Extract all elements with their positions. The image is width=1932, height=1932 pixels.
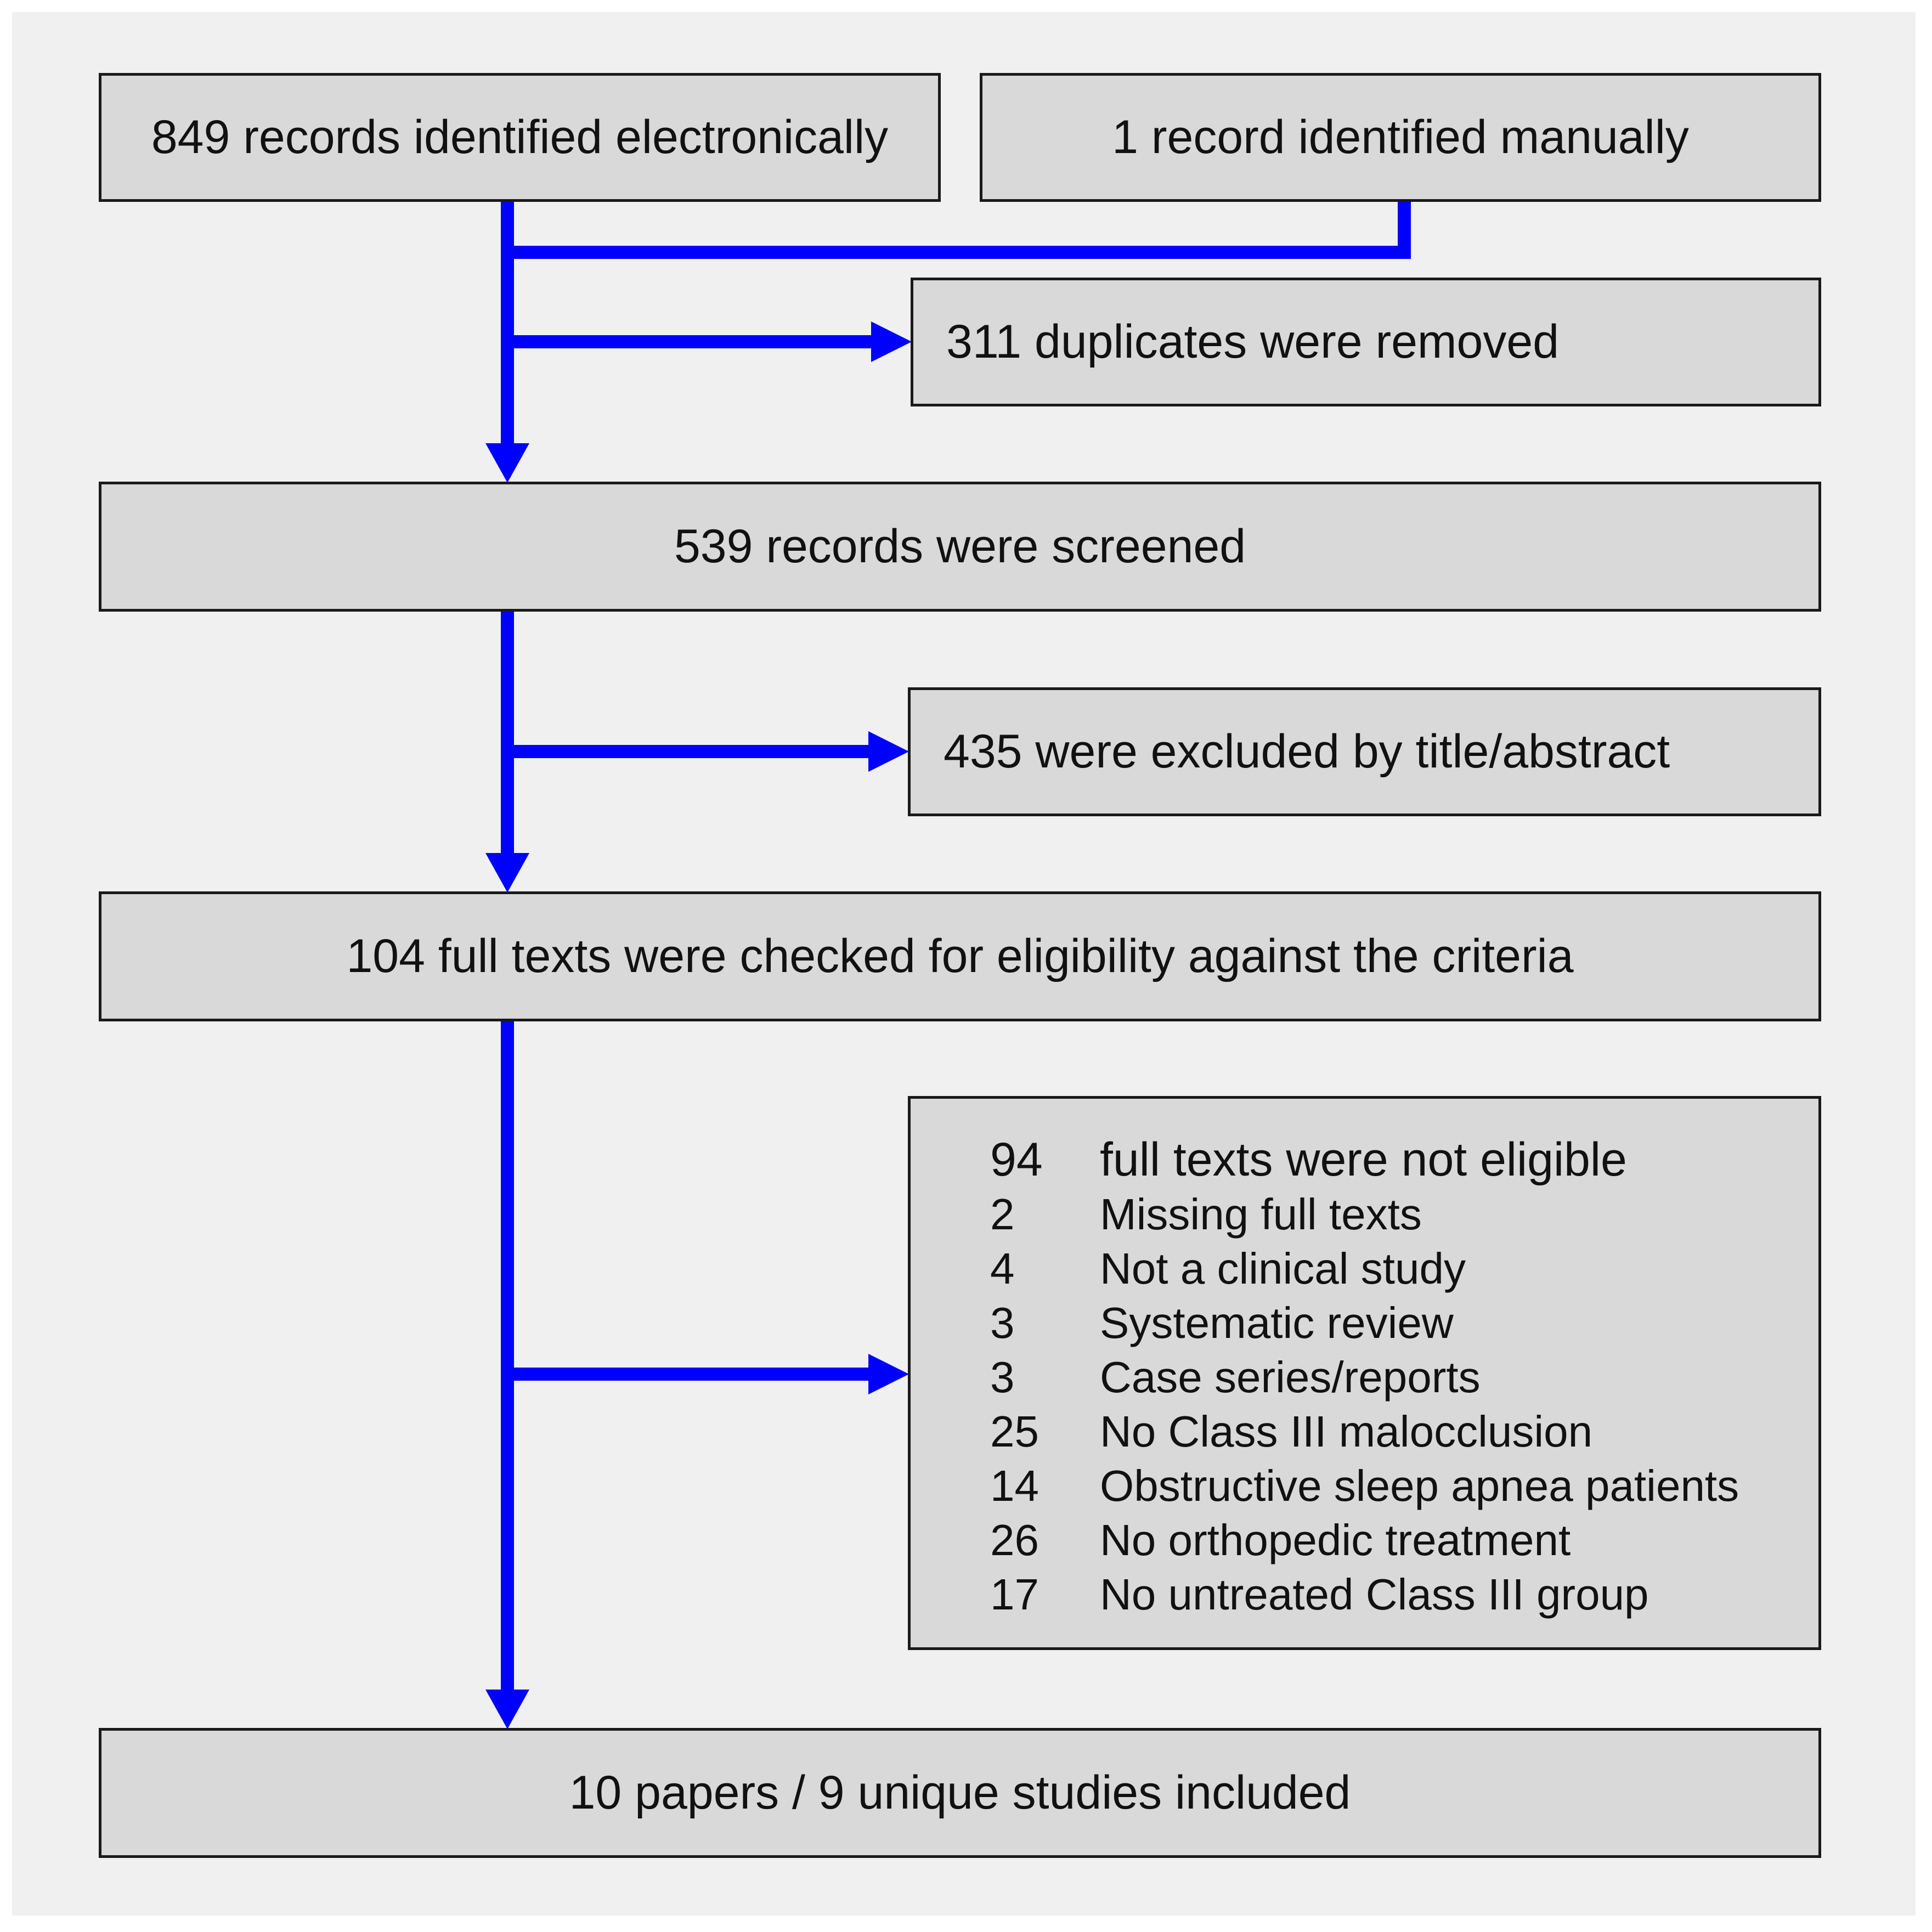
exclusion-count: 26: [990, 1515, 1039, 1564]
arrowhead-to-fulltext: [485, 853, 529, 892]
exclusion-count: 17: [990, 1569, 1039, 1619]
exclusion-label: Systematic review: [1100, 1298, 1454, 1347]
excluded-title-abstract-text: 435 were excluded by title/abstract: [944, 725, 1670, 778]
exclusion-reasons-box: 94 full texts were not eligible 2 Missin…: [908, 1096, 1821, 1650]
exclusion-row: 17 No untreated Class III group: [990, 1567, 1818, 1622]
exclusion-row: 26 No orthopedic treatment: [990, 1513, 1818, 1567]
arrowhead-to-not-eligible: [868, 1354, 909, 1394]
exclusion-row: 4 Not a clinical study: [990, 1241, 1818, 1296]
duplicates-removed-text: 311 duplicates were removed: [946, 315, 1560, 368]
arrowhead-to-screened: [485, 443, 529, 483]
arrowhead-to-excluded: [868, 731, 909, 772]
arrowhead-to-included: [485, 1690, 529, 1729]
exclusion-count: 2: [990, 1189, 1015, 1239]
identified-electronic-text: 849 records identified electronically: [151, 111, 889, 163]
identified-manual-box: 1 record identified manually: [980, 73, 1821, 202]
exclusion-label: Case series/reports: [1100, 1352, 1481, 1402]
exclusion-row: 14 Obstructive sleep apnea patients: [990, 1459, 1818, 1513]
exclusion-row: 3 Case series/reports: [990, 1350, 1818, 1404]
exclusion-label: full texts were not eligible: [1100, 1133, 1627, 1186]
exclusion-label: No orthopedic treatment: [1100, 1515, 1571, 1564]
exclusion-label: Not a clinical study: [1100, 1244, 1466, 1293]
exclusion-row: 3 Systematic review: [990, 1296, 1818, 1350]
exclusion-count: 94: [990, 1133, 1043, 1186]
exclusion-count: 14: [990, 1461, 1039, 1510]
exclusion-label: No Class III malocclusion: [1100, 1406, 1593, 1456]
connector-manual-merge: [507, 200, 1411, 259]
exclusion-row: 94 full texts were not eligible: [990, 1133, 1818, 1187]
included-box: 10 papers / 9 unique studies included: [99, 1728, 1821, 1858]
identified-manual-text: 1 record identified manually: [1112, 111, 1689, 163]
exclusion-count: 3: [990, 1298, 1015, 1347]
identified-electronic-box: 849 records identified electronically: [99, 73, 941, 202]
exclusion-row: 25 No Class III malocclusion: [990, 1404, 1818, 1459]
full-text-checked-text: 104 full texts were checked for eligibil…: [346, 930, 1574, 982]
exclusion-label: No untreated Class III group: [1100, 1569, 1649, 1619]
full-text-checked-box: 104 full texts were checked for eligibil…: [99, 891, 1821, 1021]
exclusion-count: 3: [990, 1352, 1015, 1402]
included-text: 10 papers / 9 unique studies included: [569, 1766, 1351, 1819]
duplicates-removed-box: 311 duplicates were removed: [911, 278, 1821, 406]
exclusion-count: 4: [990, 1244, 1015, 1293]
screened-box: 539 records were screened: [99, 482, 1821, 612]
exclusion-label: Missing full texts: [1100, 1189, 1422, 1239]
excluded-title-abstract-box: 435 were excluded by title/abstract: [908, 687, 1821, 816]
arrowhead-to-duplicates: [871, 321, 912, 362]
exclusion-row: 2 Missing full texts: [990, 1187, 1818, 1241]
exclusion-count: 25: [990, 1406, 1039, 1456]
screened-text: 539 records were screened: [674, 520, 1246, 573]
exclusion-label: Obstructive sleep apnea patients: [1100, 1461, 1739, 1510]
